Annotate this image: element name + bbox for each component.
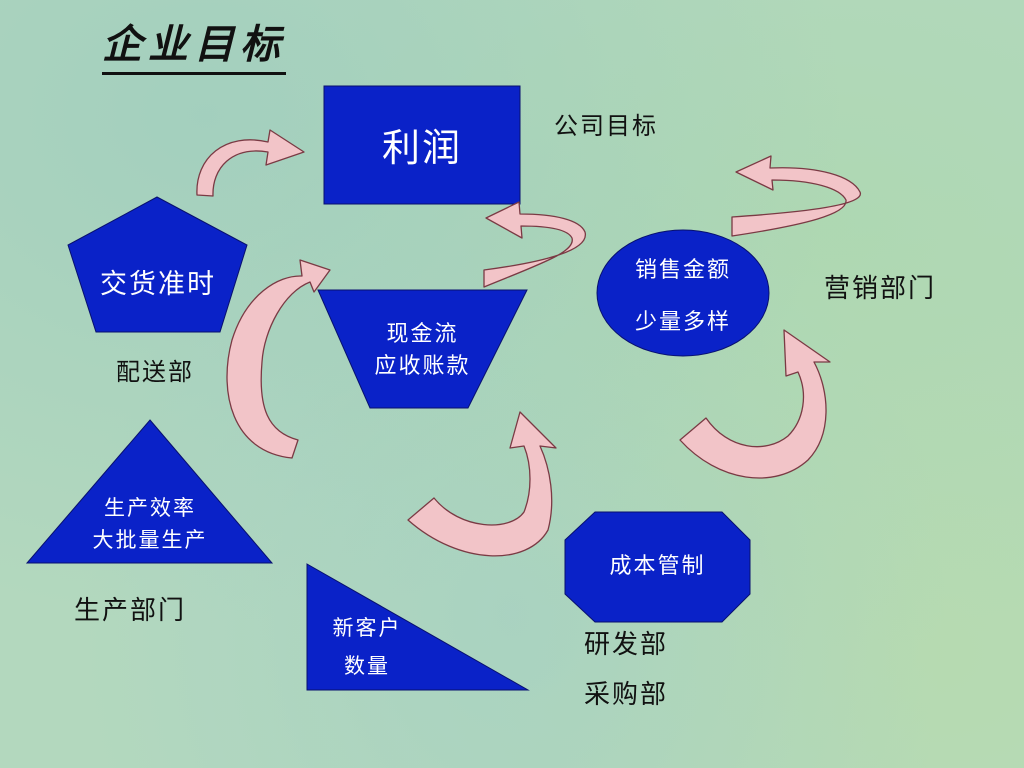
curved-arrow-icon — [483, 201, 586, 288]
cost-octagon — [564, 511, 751, 623]
company-goal-label: 公司目标 — [554, 112, 658, 140]
delivery-label: 交货准时 — [100, 269, 216, 300]
curved-arrow-icon — [407, 411, 557, 557]
profit-label: 利润 — [381, 126, 462, 170]
new-customer-label-line1: 新客户 — [332, 616, 402, 640]
delivery-pentagon — [67, 196, 248, 333]
rnd-dept-label: 研发部 — [584, 630, 669, 660]
production-triangle — [25, 419, 274, 564]
curved-arrow-icon — [679, 329, 831, 479]
new-customer-triangle — [306, 563, 530, 691]
cashflow-trapezoid — [317, 289, 528, 409]
delivery-dept-label: 配送部 — [116, 358, 194, 386]
cashflow-label-line1: 现金流 — [386, 322, 459, 347]
production-label-line1: 生产效率 — [104, 496, 196, 520]
sales-ellipse — [596, 229, 770, 357]
slide-title: 企业目标 — [102, 12, 286, 75]
production-label-line2: 大批量生产 — [92, 528, 208, 552]
purchase-dept-label: 采购部 — [584, 680, 669, 710]
sales-label-line2: 少量多样 — [634, 310, 731, 335]
marketing-dept-label: 营销部门 — [824, 274, 937, 304]
curved-arrow-icon — [226, 259, 331, 459]
cashflow-label-line2: 应收账款 — [374, 354, 471, 379]
production-dept-label: 生产部门 — [74, 596, 187, 626]
new-customer-label-line2: 数量 — [344, 654, 390, 678]
profit-box — [323, 85, 521, 205]
sales-label-line1: 销售金额 — [634, 258, 731, 283]
curved-arrow-icon — [731, 155, 861, 237]
cost-label: 成本管制 — [609, 554, 706, 579]
curved-arrow-icon — [196, 129, 305, 197]
